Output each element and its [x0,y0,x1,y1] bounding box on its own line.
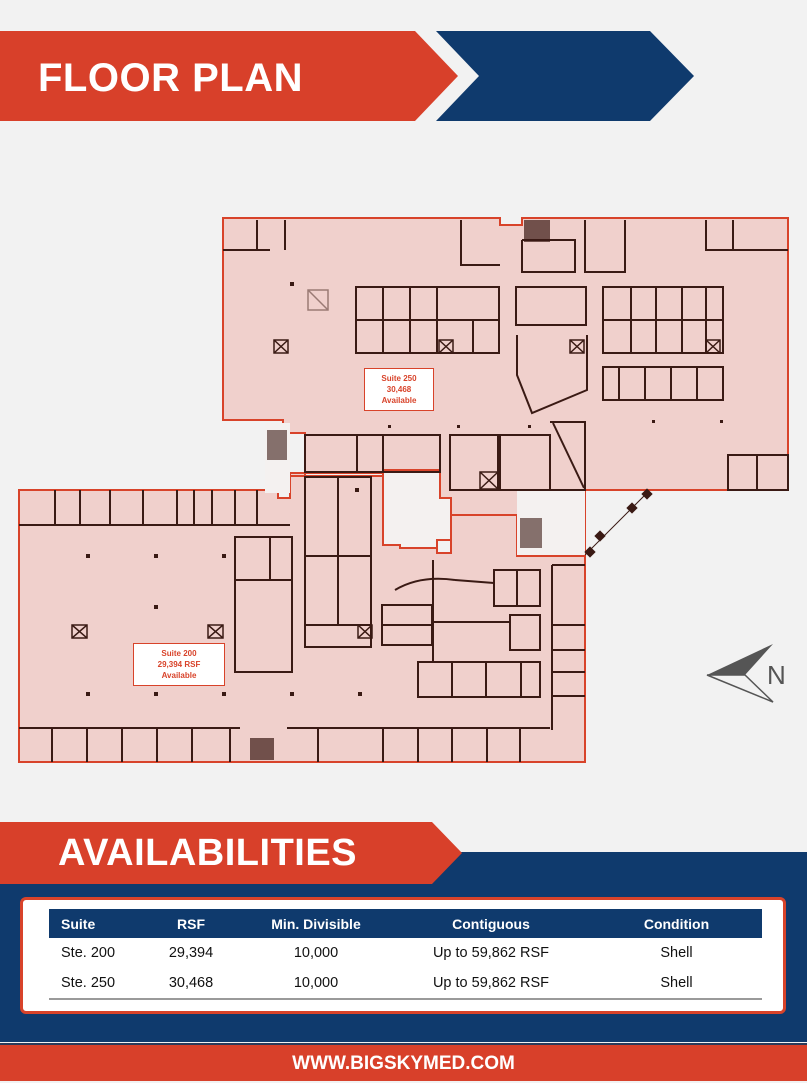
suite-250-area: 30,468 [386,385,412,394]
col-contiguous: Contiguous [391,909,591,938]
compass-icon: N [706,644,786,703]
floor-plan: Suite 250 30,468 Available Suite 200 29,… [0,200,807,780]
availabilities-banner [0,822,807,892]
availabilities-title: AVAILABILITIES [58,832,358,874]
floor-plan-banner [0,31,807,121]
suite-200-name: Suite 200 [161,649,197,658]
availabilities-table: Suite RSF Min. Divisible Contiguous Cond… [49,909,762,1000]
cell-condition: Shell [591,968,762,1000]
col-min-divisible: Min. Divisible [241,909,391,938]
floor-plan-drawing [18,217,789,763]
cell-suite: Ste. 200 [61,945,116,961]
cell-min-divisible: 10,000 [293,945,339,961]
compass-label: N [767,660,786,690]
banner-arrows [0,31,694,121]
availabilities-card: Suite RSF Min. Divisible Contiguous Cond… [20,897,786,1014]
cell-condition: Shell [660,945,693,961]
building-core [382,469,452,549]
suite-250-label: Suite 250 30,468 Available [364,368,434,411]
table-header-row: Suite RSF Min. Divisible Contiguous Cond… [49,909,762,938]
suite-200-area [18,475,586,763]
table-row: Ste. 250 30,468 10,000 Up to 59,862 RSF … [49,968,762,1000]
suite-200-area: 29,394 RSF [157,660,201,669]
table-row: Ste. 200 29,394 10,000 Up to 59,862 RSF … [49,938,762,968]
col-rsf: RSF [141,909,241,938]
cell-contiguous: Up to 59,862 RSF [432,945,550,961]
cell-suite: Ste. 250 [49,968,141,1000]
col-condition: Condition [591,909,762,938]
suite-250-status: Available [381,396,417,405]
col-suite: Suite [49,909,141,938]
cell-rsf: 30,468 [141,968,241,1000]
availabilities-arrow [0,822,462,884]
page-title: FLOOR PLAN [38,56,303,100]
suite-200-label: Suite 200 29,394 RSF Available [133,643,225,686]
north-arrow: N [703,640,803,715]
suite-200-status: Available [161,671,197,680]
cell-contiguous: Up to 59,862 RSF [391,968,591,1000]
footer-url[interactable]: WWW.BIGSKYMED.COM [0,1043,807,1081]
suite-250-name: Suite 250 [381,374,417,383]
cell-rsf: 29,394 [168,945,214,961]
cell-min-divisible: 10,000 [241,968,391,1000]
